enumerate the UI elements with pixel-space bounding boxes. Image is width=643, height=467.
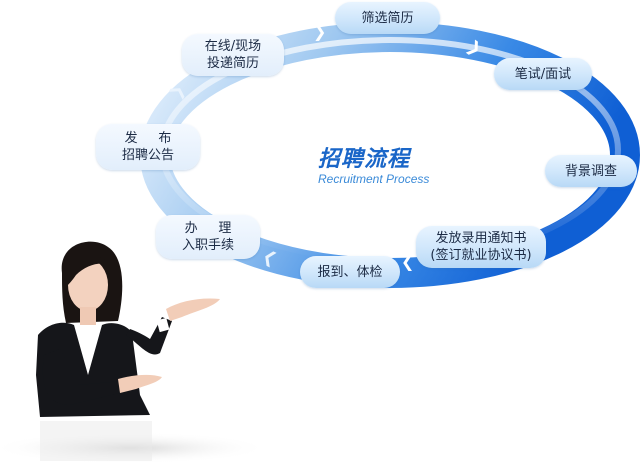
step-screen-resumes: 筛选简历 [335,2,440,34]
step-label: 报到、体检 [317,264,383,280]
step-onboarding: 办 理 入职手续 [156,215,260,259]
step-label: 办 理 [184,221,232,236]
step-label: 背景调查 [564,163,617,179]
step-label: 招聘公告 [121,148,174,163]
step-label: 投递简历 [206,56,259,71]
chevron-down-icon: ❯ [573,117,593,132]
diagram-title: 招聘流程 [318,147,411,172]
presenter-illustration [36,241,220,461]
step-background-check: 背景调查 [545,155,637,187]
diagram-subtitle: Recruitment Process [318,172,430,186]
step-publish-job-posting: 发 布 招聘公告 [96,124,200,170]
step-label: 入职手续 [181,238,234,253]
step-label: (签订就业协议书) [430,248,532,263]
step-label: 发放录用通知书 [435,231,527,246]
chevron-left-icon: ❯ [401,255,415,274]
step-label: 在线/现场 [204,39,262,54]
step-report-medical-check: 报到、体检 [300,256,400,288]
step-issue-offer: 发放录用通知书 (签订就业协议书) [416,226,546,268]
chevron-right-icon: ❯ [313,22,327,41]
step-label: 筛选简历 [361,10,414,26]
step-submit-resume: 在线/现场 投递简历 [182,34,284,76]
step-label: 笔试/面试 [514,66,572,82]
step-label: 发 布 [124,131,172,146]
step-written-test-interview: 笔试/面试 [494,58,592,90]
